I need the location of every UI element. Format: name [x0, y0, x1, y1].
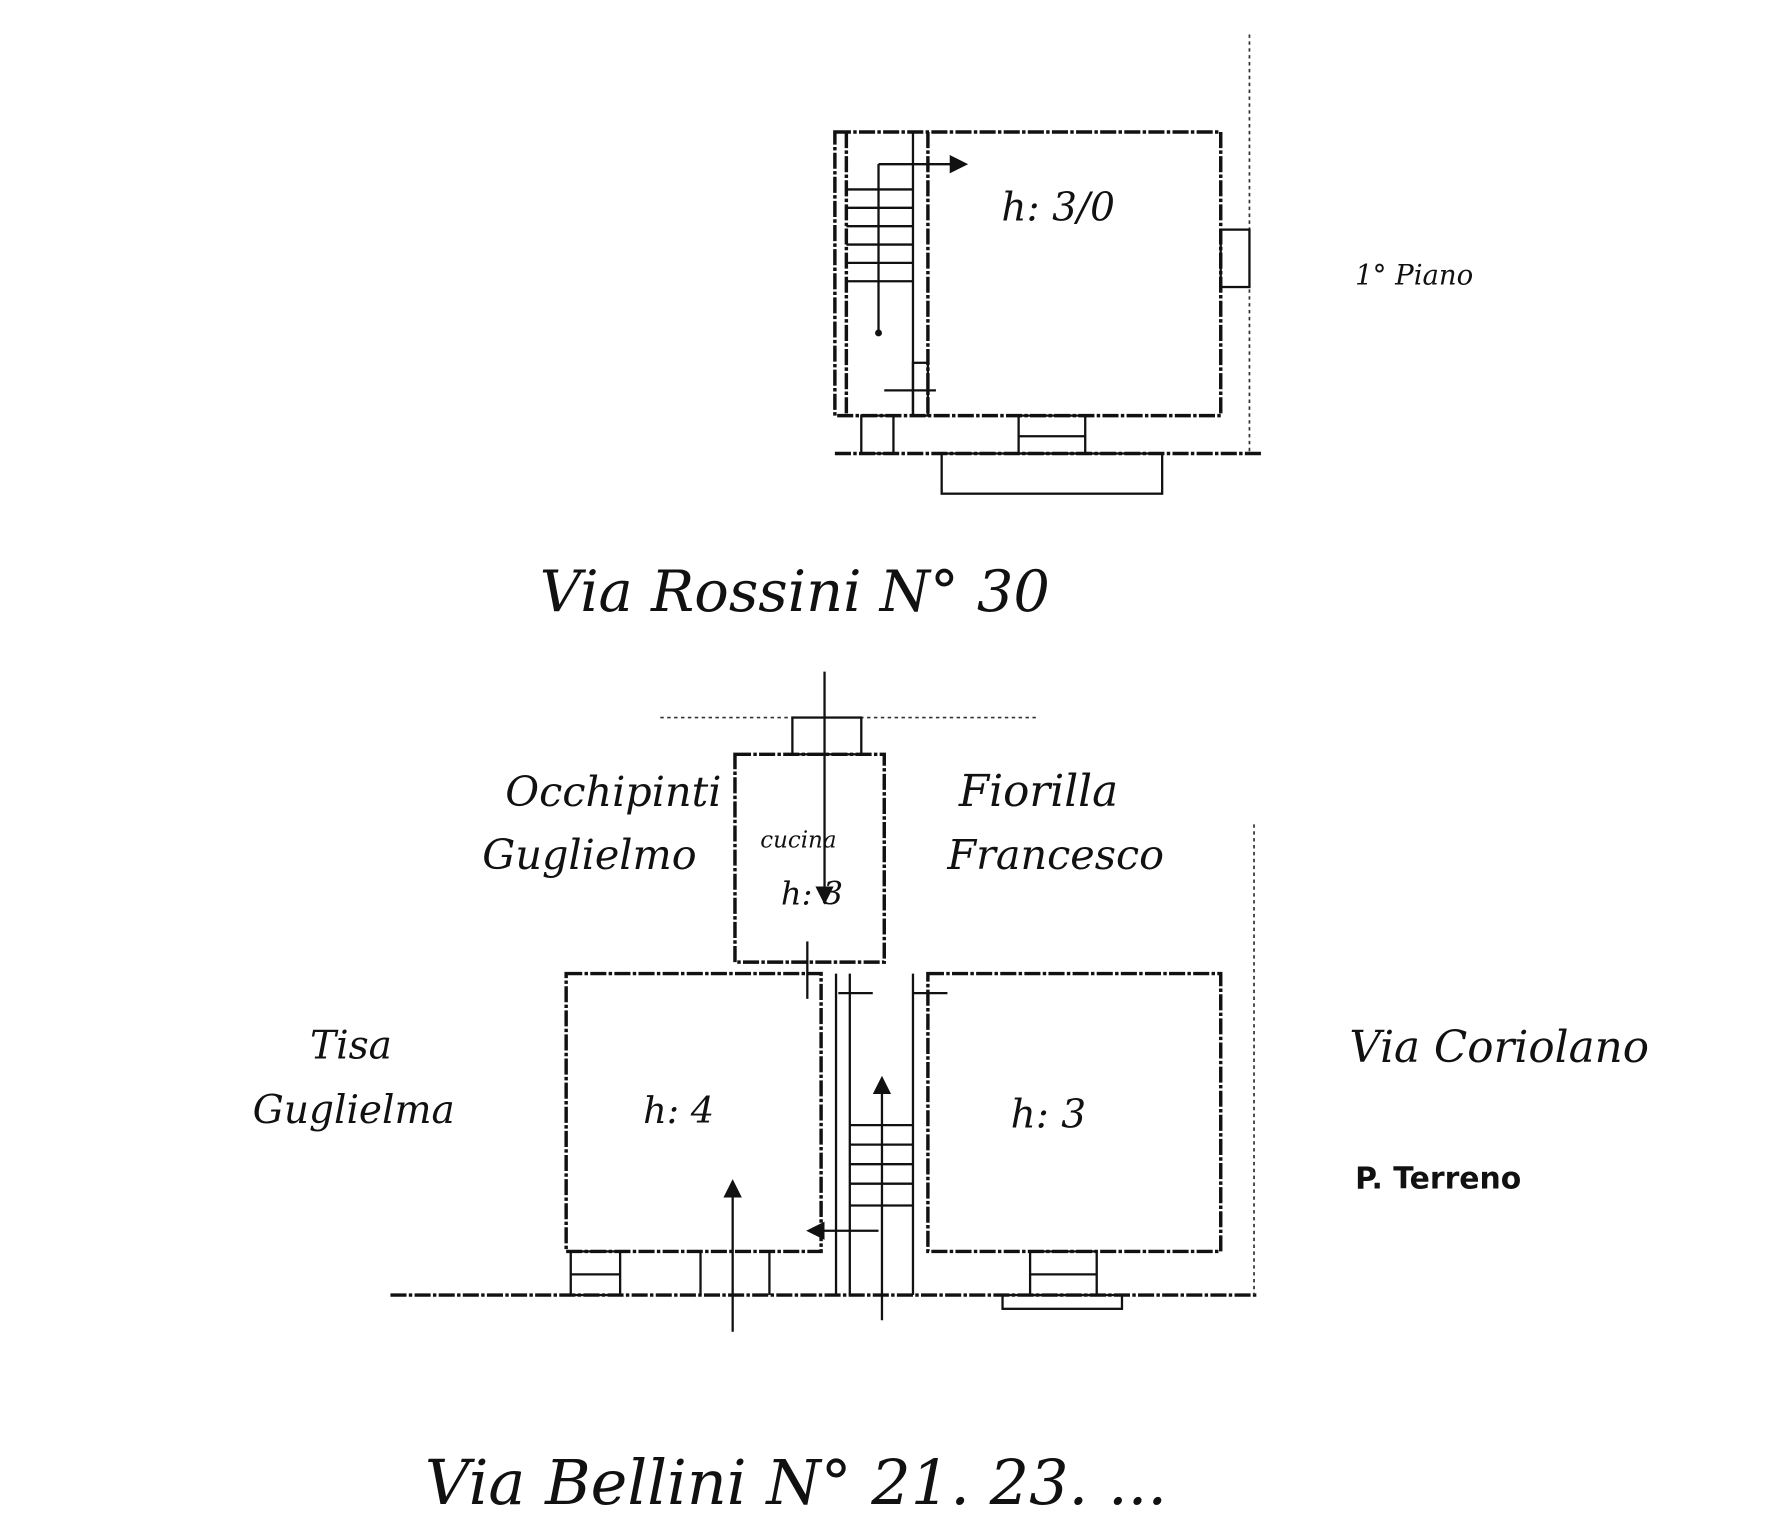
neighbor-occhipinti-name: Occhipinti — [505, 768, 721, 816]
upper-floor-plan: h: 3/0 1° Piano Via Rossini N° 30 — [540, 34, 1473, 625]
upper-room-height: h: 3/0 — [1001, 185, 1115, 230]
kitchen-label: cucina — [760, 827, 836, 853]
kitchen-wall — [733, 752, 886, 964]
window — [1219, 228, 1251, 289]
upper-floor-label: 1° Piano — [1355, 260, 1473, 292]
right-room-height: h: 3 — [1011, 1092, 1087, 1137]
neighbor-fiorilla-name: Fiorilla — [958, 767, 1118, 817]
upper-room-wall — [833, 130, 1223, 418]
neighbor-fiorilla-firstname: Francesco — [946, 831, 1164, 879]
kitchen-height: h: 3 — [781, 875, 843, 913]
neighbor-tisa-name: Tisa — [310, 1024, 392, 1069]
left-room-height: h: 4 — [643, 1089, 714, 1132]
street-label-bellini: Via Bellini N° 21. 23. ... — [425, 1446, 1167, 1519]
street-label-coriolano: Via Coriolano — [1349, 1023, 1649, 1073]
neighbor-occhipinti-firstname: Guglielmo — [482, 831, 696, 879]
ground-staircase — [806, 1075, 913, 1321]
ground-floor-plan: cucina h: 3 h: 4 h: 3 Occhipinti Gugliel… — [253, 671, 1649, 1519]
balcony — [940, 452, 1164, 495]
window — [860, 414, 895, 455]
neighbor-tisa-firstname: Guglielma — [253, 1088, 455, 1133]
street-label-rossini: Via Rossini N° 30 — [540, 558, 1050, 625]
ground-floor-label: P. Terreno — [1355, 1161, 1521, 1196]
right-room-wall — [926, 971, 1223, 1254]
upper-staircase — [846, 154, 969, 417]
step — [1001, 1293, 1124, 1310]
left-room-wall — [564, 971, 823, 1254]
window — [1017, 414, 1087, 455]
window — [791, 716, 863, 756]
